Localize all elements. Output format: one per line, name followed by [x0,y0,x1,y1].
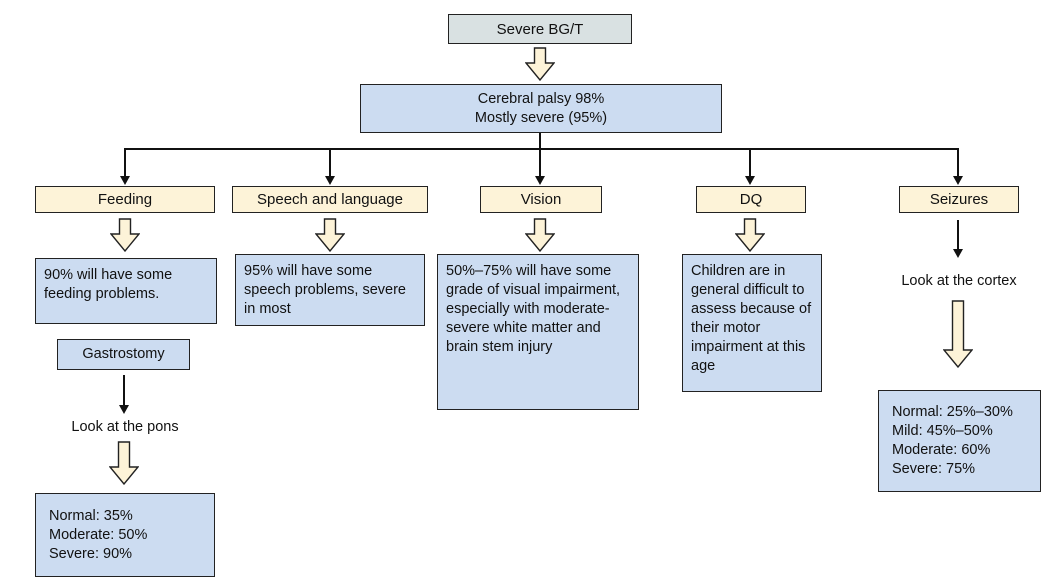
dq-info-text: Children are in general difficult to ass… [691,263,812,374]
arrow-head [953,249,963,258]
category-label: DQ [739,191,763,208]
connector-drop-line [539,148,541,177]
down-block-arrow-icon [315,218,345,252]
vision-info-text: 50%–75% will have some grade of visual i… [446,263,621,355]
summary-line-2: Mostly severe (95%) [474,109,608,126]
gastrostomy-box: Gastrostomy [57,339,190,370]
speech-info-box: 95% will have some speech problems, seve… [235,254,425,326]
feeding-outcomes-box: Normal: 35% Moderate: 50% Severe: 90% [35,493,215,577]
category-label: Speech and language [257,191,403,208]
category-label: Feeding [97,191,153,208]
outcome-line: Normal: 25%–30% [892,404,1013,420]
pons-note: Look at the pons [71,419,179,435]
connector-stem-line [539,133,541,149]
category-feeding: Feeding [35,186,215,213]
vision-info-box: 50%–75% will have some grade of visual i… [437,254,639,410]
summary-node: Cerebral palsy 98% Mostly severe (95%) [360,84,722,133]
outcome-line: Normal: 35% [49,507,133,524]
feeding-info-box: 90% will have some feeding problems. [35,258,217,324]
category-dq: DQ [696,186,806,213]
category-label: Vision [520,191,562,208]
down-block-arrow-icon [943,300,973,368]
down-arrow-icon [952,220,964,258]
outcome-line: Mild: 45%–50% [892,423,993,439]
category-seizures: Seizures [899,186,1019,213]
connector-drop-line [124,148,126,177]
down-arrow-icon [118,375,130,414]
category-vision: Vision [480,186,602,213]
arrow-head [119,405,129,414]
root-node: Severe BG/T [448,14,632,44]
category-label: Seizures [929,191,989,208]
seizures-outcomes-box: Normal: 25%–30% Mild: 45%–50% Moderate: … [878,390,1041,492]
outcome-line: Moderate: 60% [892,442,991,458]
connector-drop-line [749,148,751,177]
down-block-arrow-icon [525,47,555,81]
speech-info-text: 95% will have some speech problems, seve… [244,263,406,317]
outcome-line: Severe: 75% [892,461,976,477]
arrow-shaft [957,220,959,249]
dq-info-box: Children are in general difficult to ass… [682,254,822,392]
outcome-line: Moderate: 50% [49,526,148,543]
category-speech: Speech and language [232,186,428,213]
root-label: Severe BG/T [496,20,584,38]
gastrostomy-label: Gastrostomy [82,346,165,362]
down-block-arrow-icon [525,218,555,252]
arrowhead-down-icon [324,176,335,185]
down-block-arrow-icon [735,218,765,252]
arrowhead-down-icon [119,176,130,185]
arrow-shaft [123,375,125,405]
connector-drop-line [329,148,331,177]
connector-drop-line [957,148,959,177]
arrowhead-down-icon [952,176,963,185]
down-block-arrow-icon [110,218,140,252]
summary-line-1: Cerebral palsy 98% [477,90,605,107]
outcome-line: Severe: 90% [49,545,133,562]
cortex-note: Look at the cortex [901,273,1017,289]
arrowhead-down-icon [744,176,755,185]
down-block-arrow-icon [109,441,139,485]
arrowhead-down-icon [534,176,545,185]
connector-horizontal-line [124,148,959,150]
feeding-info-text: 90% will have some feeding problems. [44,267,173,302]
